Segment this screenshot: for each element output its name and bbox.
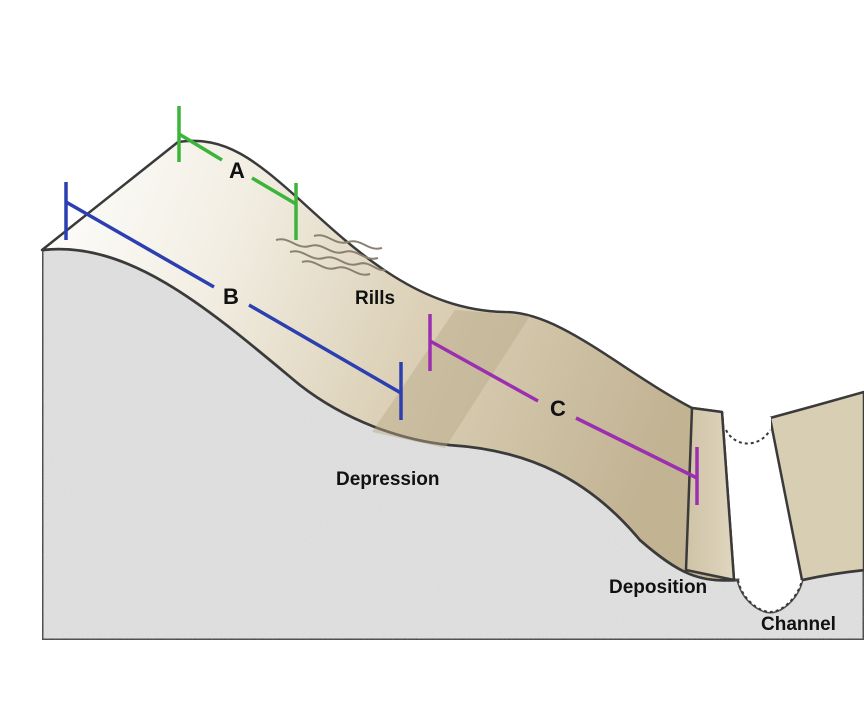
segment-b xyxy=(64,182,403,420)
depression-band xyxy=(372,310,530,448)
deposition-label: Deposition xyxy=(609,577,707,598)
channel-bottom xyxy=(737,579,803,614)
segment-b-label: B xyxy=(223,284,239,309)
slope-surface xyxy=(40,139,736,582)
segment-c xyxy=(428,314,699,505)
channel-top-notch-outline xyxy=(725,429,771,445)
segment-b-line-1 xyxy=(65,200,215,289)
channel-top-notch xyxy=(725,410,771,446)
segment-b-line-2 xyxy=(248,303,402,395)
segment-a-line-1 xyxy=(178,132,223,162)
segment-c-label: C xyxy=(550,396,566,421)
channel-bank-left xyxy=(684,406,736,582)
channel-label: Channel xyxy=(761,614,836,635)
segment-a xyxy=(177,106,298,240)
segment-a-label: A xyxy=(229,158,245,183)
segment-c-line-2 xyxy=(575,416,698,480)
rills-label: Rills xyxy=(355,288,395,309)
rills-marks xyxy=(275,234,387,276)
channel-bank-right xyxy=(768,390,864,582)
depression-label: Depression xyxy=(336,469,439,490)
segment-c-line-1 xyxy=(429,339,539,403)
segment-a-line-2 xyxy=(251,176,297,206)
